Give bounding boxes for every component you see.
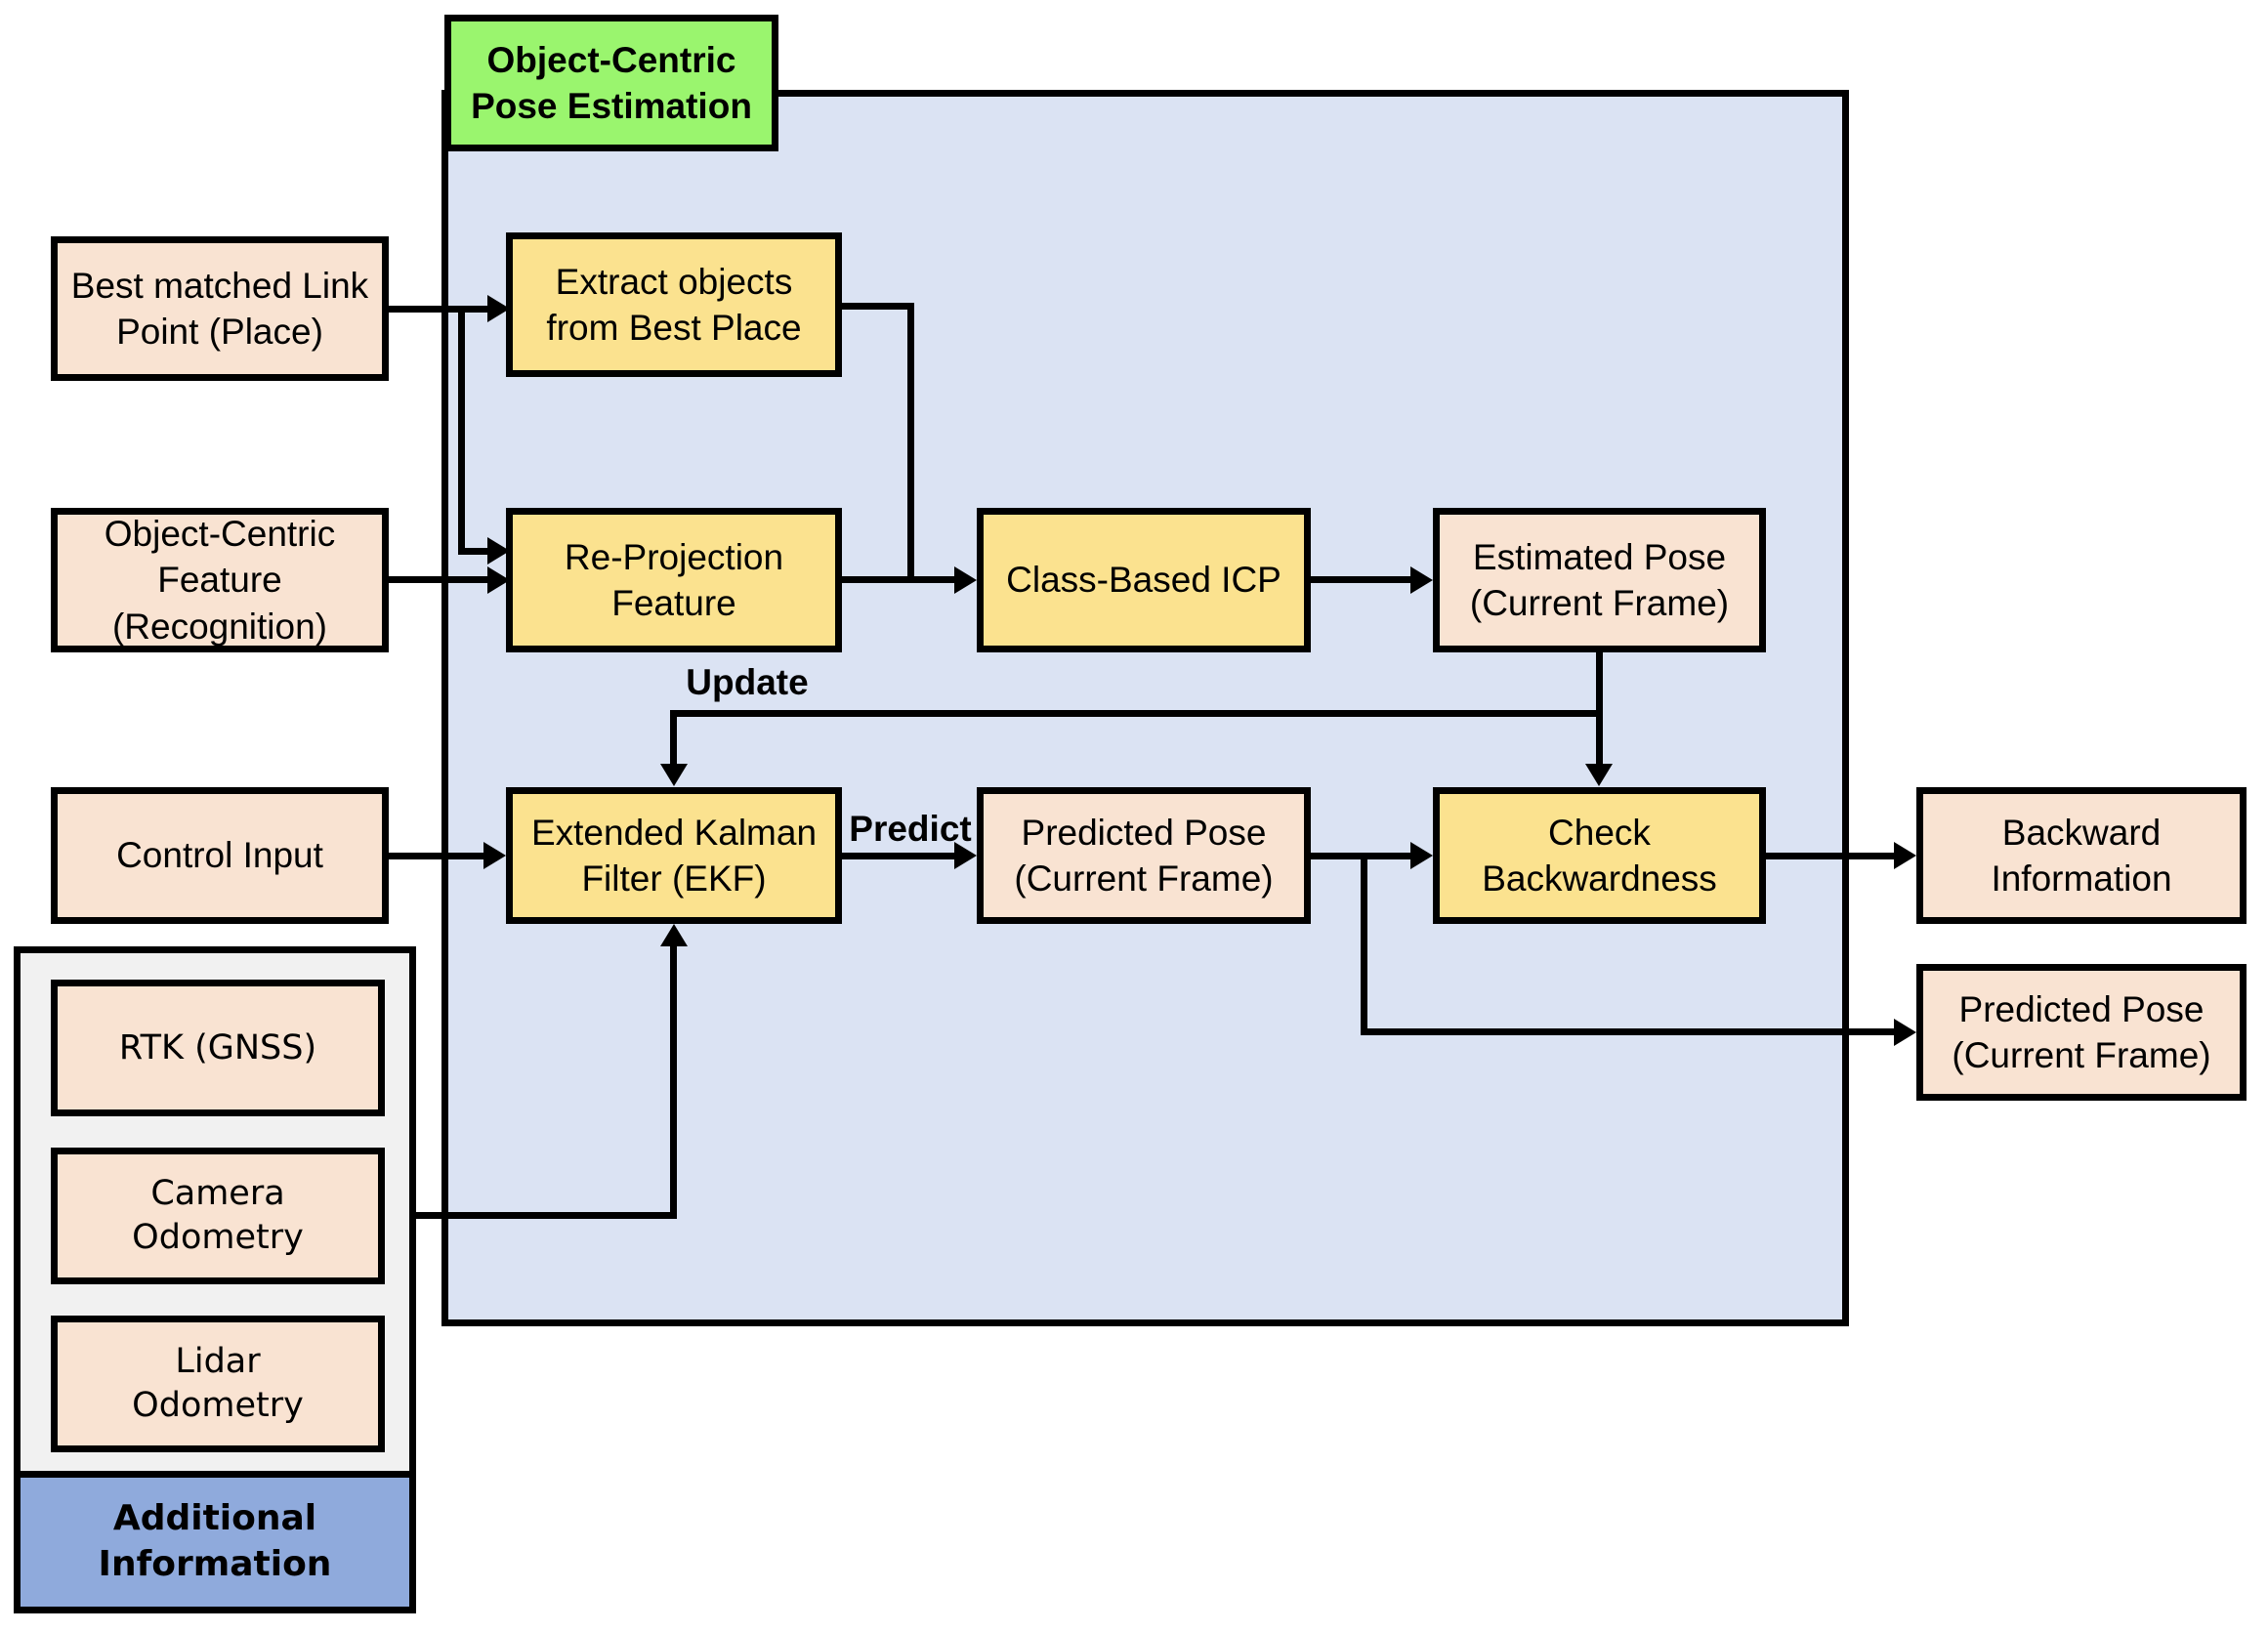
node-best-matched-link-point: Best matched Link Point (Place) [51,236,389,381]
edge-feature-to-reprojection-line [389,576,488,583]
node-reprojection-feature: Re-Projection Feature [506,508,842,652]
title-object-centric-pose-estimation: Object-Centric Pose Estimation [444,15,778,151]
edge-update-down-line [670,710,677,764]
node-estimated-pose: Estimated Pose (Current Frame) [1433,508,1766,652]
arrowhead-into-ekf-bottom [660,924,688,946]
arrowhead-into-check-backwardness-top [1585,764,1613,786]
arrowhead-branch-into-reprojection [487,537,510,565]
edge-update-line [670,710,1603,717]
edge-best-branch-right-line [458,548,488,555]
edge-extract-out-line [842,303,914,310]
node-class-based-icp: Class-Based ICP [977,508,1311,652]
arrowhead-into-estimated-pose [1410,566,1433,594]
arrowhead-into-extract-objects [487,295,510,322]
edge-reprojection-to-icp-line [842,576,955,583]
edge-label-update: Update [686,662,809,702]
node-backward-information: Backward Information [1916,787,2247,924]
node-predicted-pose-internal: Predicted Pose (Current Frame) [977,787,1311,924]
edge-extract-down-line [907,303,914,583]
edge-odometry-right-line [416,1212,674,1219]
arrowhead-into-predicted-pose-output [1894,1019,1916,1046]
edge-estimated-down-line [1596,652,1603,764]
edge-control-to-ekf-line [389,853,484,859]
edge-predict-line [842,853,955,859]
arrowhead-into-check-backwardness-left [1410,842,1433,869]
edge-best-to-extract-line [389,306,488,313]
additional-information-label: Additional Information [14,1471,416,1613]
node-object-centric-feature: Object-Centric Feature (Recognition) [51,508,389,652]
node-rtk-gnss: RTK (GNSS) [51,980,385,1116]
node-extended-kalman-filter: Extended Kalman Filter (EKF) [506,787,842,924]
arrowhead-update-into-ekf [660,764,688,786]
node-lidar-odometry: Lidar Odometry [51,1316,385,1452]
edge-predicted-branch-down-line [1361,853,1367,1032]
edge-best-branch-down-line [458,306,465,555]
edge-label-predict: Predict [849,809,972,849]
arrowhead-into-class-based-icp [954,566,977,594]
node-check-backwardness: Check Backwardness [1433,787,1766,924]
edge-icp-to-estimated-line [1311,576,1411,583]
node-extract-objects: Extract objects from Best Place [506,232,842,377]
edge-odometry-up-line [670,946,677,1219]
arrowhead-into-reprojection [487,566,510,594]
arrowhead-into-backward-information [1894,842,1916,869]
node-predicted-pose-output: Predicted Pose (Current Frame) [1916,964,2247,1101]
arrowhead-into-predicted-pose [954,842,977,869]
node-control-input: Control Input [51,787,389,924]
edge-check-to-backward-line [1766,853,1895,859]
node-camera-odometry: Camera Odometry [51,1148,385,1284]
arrowhead-into-ekf-left [483,842,506,869]
edge-predicted-branch-right-line [1361,1028,1895,1035]
